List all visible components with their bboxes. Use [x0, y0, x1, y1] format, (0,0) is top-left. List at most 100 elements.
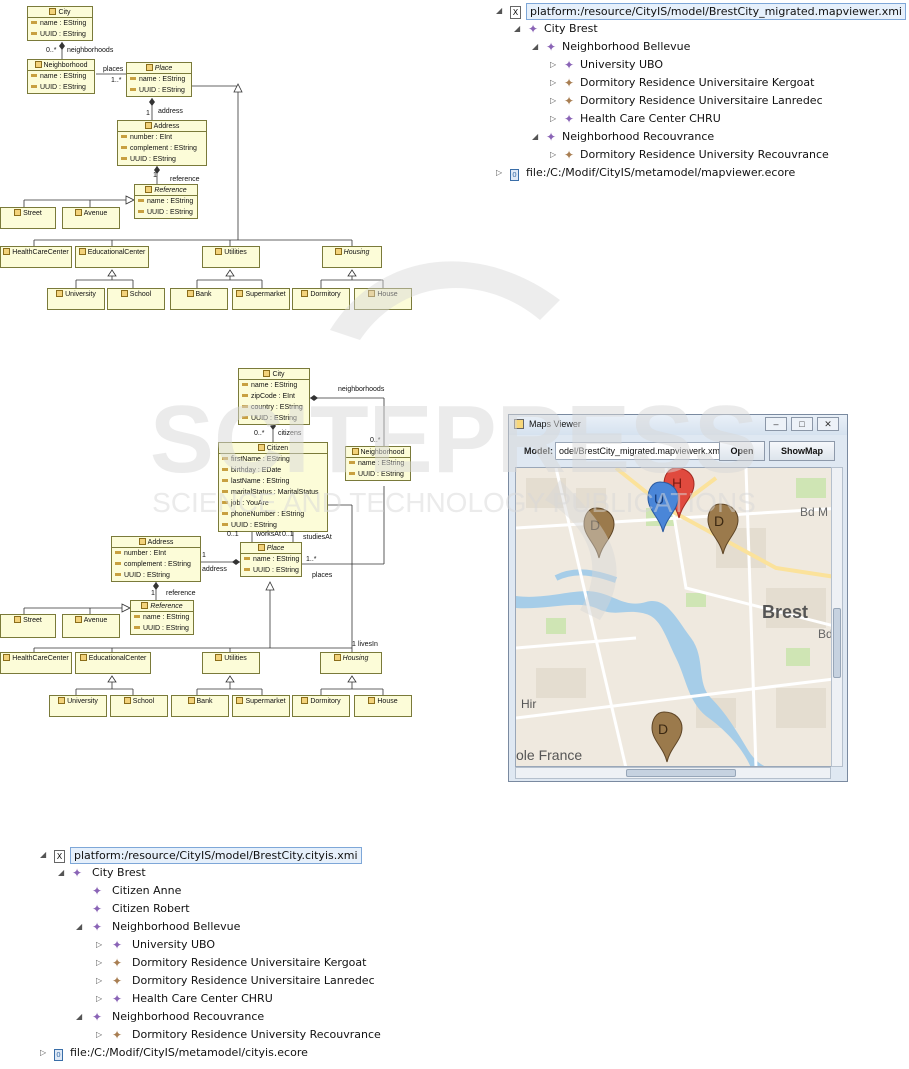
collapsed-arrow-icon[interactable]: ▷ [550, 60, 557, 69]
assoc-label-reference: reference [166, 590, 196, 597]
expanded-arrow-icon[interactable]: ◢ [76, 922, 83, 931]
expanded-arrow-icon[interactable]: ◢ [514, 24, 521, 33]
tree-place-item[interactable]: ▷ ✦ Dormitory Residence Universitaire La… [96, 974, 375, 988]
uml-class-school: School [107, 288, 165, 310]
tree-ecore-item[interactable]: ▷ 0 file:/C:/Modif/CityIS/metamodel/mapv… [492, 164, 892, 182]
assoc-mult: 0..* [370, 437, 381, 444]
tree-neighborhood-item[interactable]: ◢ ✦ Neighborhood Recouvrance [532, 130, 715, 144]
uml-class-place: Place name : EString UUID : EString [126, 62, 192, 97]
expanded-arrow-icon[interactable]: ◢ [496, 6, 503, 15]
tree-place-item[interactable]: ▷ ✦ Dormitory Residence University Recou… [96, 1028, 381, 1042]
close-button[interactable]: ✕ [817, 417, 839, 431]
vertical-scrollbar[interactable] [831, 467, 843, 767]
eobject-icon: ✦ [564, 58, 575, 72]
tree-root-item[interactable]: ◢ X platform:/resource/CityIS/model/Bres… [492, 2, 906, 20]
marker-university-icon[interactable]: U [647, 481, 679, 533]
marker-health-icon[interactable]: H [663, 468, 695, 519]
assoc-mult: 0..* [254, 430, 265, 437]
tree-place-item[interactable]: ▷ ✦ Health Care Center CHRU [96, 992, 273, 1006]
tree-mapviewer: ◢ X platform:/resource/CityIS/model/Bres… [492, 2, 906, 182]
assoc-mult: 0..* [46, 47, 57, 54]
model-path-input[interactable]: odel/BrestCity_migrated.mapviewerk.xmi [555, 442, 725, 460]
tree-city-item[interactable]: ◢ ✦ City Brest [514, 22, 598, 36]
horizontal-scrollbar[interactable] [515, 767, 831, 779]
uml-class-house: House [354, 695, 412, 717]
tree-city-item[interactable]: ◢ ✦ City Brest [58, 866, 146, 880]
uml-class-neighborhood: Neighborhood name : EString UUID : EStri… [27, 59, 95, 94]
showmap-button[interactable]: ShowMap [769, 441, 835, 461]
maps-viewer-window: Maps Viewer – □ ✕ Model: odel/BrestCity_… [508, 414, 848, 782]
expanded-arrow-icon[interactable]: ◢ [532, 132, 539, 141]
eobject-icon: ✦ [564, 76, 575, 90]
assoc-mult: 1..* [111, 77, 122, 84]
collapsed-arrow-icon[interactable]: ▷ [550, 150, 557, 159]
collapsed-arrow-icon[interactable]: ▷ [496, 168, 503, 177]
marker-dormitory-icon[interactable]: D [707, 503, 739, 555]
collapsed-arrow-icon[interactable]: ▷ [550, 78, 557, 87]
collapsed-arrow-icon[interactable]: ▷ [550, 114, 557, 123]
expanded-arrow-icon[interactable]: ◢ [532, 42, 539, 51]
tree-place-item[interactable]: ▷ ✦ University UBO [550, 58, 664, 72]
minimize-button[interactable]: – [765, 417, 787, 431]
tree-place-item[interactable]: ▷ ✦ Dormitory Residence Universitaire Ke… [550, 76, 815, 90]
uml-class-supermarket: Supermarket [232, 288, 290, 310]
tree-citizen-item[interactable]: ✦ Citizen Robert [92, 902, 190, 916]
tree-neighborhood-item[interactable]: ◢ ✦ Neighborhood Bellevue [76, 920, 241, 934]
expanded-arrow-icon[interactable]: ◢ [40, 850, 47, 859]
uml-class-utilities: Utilities [202, 652, 260, 674]
tree-neighborhood-item[interactable]: ◢ ✦ Neighborhood Recouvrance [76, 1010, 265, 1024]
tree-ecore-item[interactable]: ▷ 0 file:/C:/Modif/CityIS/metamodel/city… [36, 1044, 456, 1062]
collapsed-arrow-icon[interactable]: ▷ [40, 1048, 47, 1057]
assoc-label-citizens: citizens [278, 430, 302, 437]
tree-place-item[interactable]: ▷ ✦ Health Care Center CHRU [550, 112, 721, 126]
marker-dormitory-icon[interactable]: D [583, 507, 615, 559]
expanded-arrow-icon[interactable]: ◢ [76, 1012, 83, 1021]
open-button[interactable]: Open [719, 441, 765, 461]
tree-root-item[interactable]: ◢ X platform:/resource/CityIS/model/Bres… [36, 846, 456, 864]
uml-class-educationalcenter: EducationalCenter [75, 652, 151, 674]
map-label: Hir [521, 697, 536, 711]
assoc-mult: 1 [202, 552, 206, 559]
uml-class-bank: Bank [171, 695, 229, 717]
uml-class-address: Address number : EInt complement : EStri… [111, 536, 201, 582]
xmi-file-icon: X [54, 846, 65, 864]
uml-class-house: House [354, 288, 412, 310]
uml-class-bank: Bank [170, 288, 228, 310]
collapsed-arrow-icon[interactable]: ▷ [96, 994, 103, 1003]
collapsed-arrow-icon[interactable]: ▷ [550, 96, 557, 105]
ecore-file-icon: 0 [54, 1044, 63, 1062]
collapsed-arrow-icon[interactable]: ▷ [96, 976, 103, 985]
svg-text:H: H [672, 475, 682, 491]
tree-place-item[interactable]: ▷ ✦ University UBO [96, 938, 216, 952]
marker-dormitory-icon[interactable]: D [651, 711, 683, 763]
eobject-icon: ✦ [112, 974, 123, 988]
tree-place-item[interactable]: ▷ ✦ Dormitory Residence University Recou… [550, 148, 829, 162]
map-view[interactable]: Bd M Bd R Hir ole France Brest H U D D [515, 467, 841, 767]
tree-cityis: ◢ X platform:/resource/CityIS/model/Bres… [36, 846, 456, 1062]
uml-class-avenue: Avenue [62, 207, 120, 229]
eobject-icon: ✦ [112, 956, 123, 970]
uml-class-city: City name : EString UUID : EString [27, 6, 93, 41]
tree-neighborhood-item[interactable]: ◢ ✦ Neighborhood Bellevue [532, 40, 691, 54]
uml-class-supermarket: Supermarket [232, 695, 290, 717]
scroll-thumb[interactable] [833, 608, 841, 678]
tree-citizen-item[interactable]: ✦ Citizen Anne [92, 884, 182, 898]
window-titlebar[interactable]: Maps Viewer – □ ✕ [509, 415, 847, 435]
collapsed-arrow-icon[interactable]: ▷ [96, 1030, 103, 1039]
eobject-icon: ✦ [92, 884, 103, 898]
tree-place-item[interactable]: ▷ ✦ Dormitory Residence Universitaire La… [550, 94, 823, 108]
uml-class-educationalcenter: EducationalCenter [75, 246, 149, 268]
uml-class-street: Street [0, 614, 56, 638]
collapsed-arrow-icon[interactable]: ▷ [96, 940, 103, 949]
map-canvas[interactable]: Bd M Bd R Hir ole France Brest H U D D [516, 468, 841, 767]
expanded-arrow-icon[interactable]: ◢ [58, 868, 65, 877]
toolbar: Model: odel/BrestCity_migrated.mapviewer… [509, 437, 847, 463]
ecore-file-icon: 0 [510, 164, 519, 182]
collapsed-arrow-icon[interactable]: ▷ [96, 958, 103, 967]
tree-place-item[interactable]: ▷ ✦ Dormitory Residence Universitaire Ke… [96, 956, 367, 970]
eobject-icon: ✦ [112, 938, 123, 952]
maximize-button[interactable]: □ [791, 417, 813, 431]
scroll-thumb[interactable] [626, 769, 736, 777]
map-label: ole France [516, 747, 582, 763]
eobject-icon: ✦ [112, 992, 123, 1006]
